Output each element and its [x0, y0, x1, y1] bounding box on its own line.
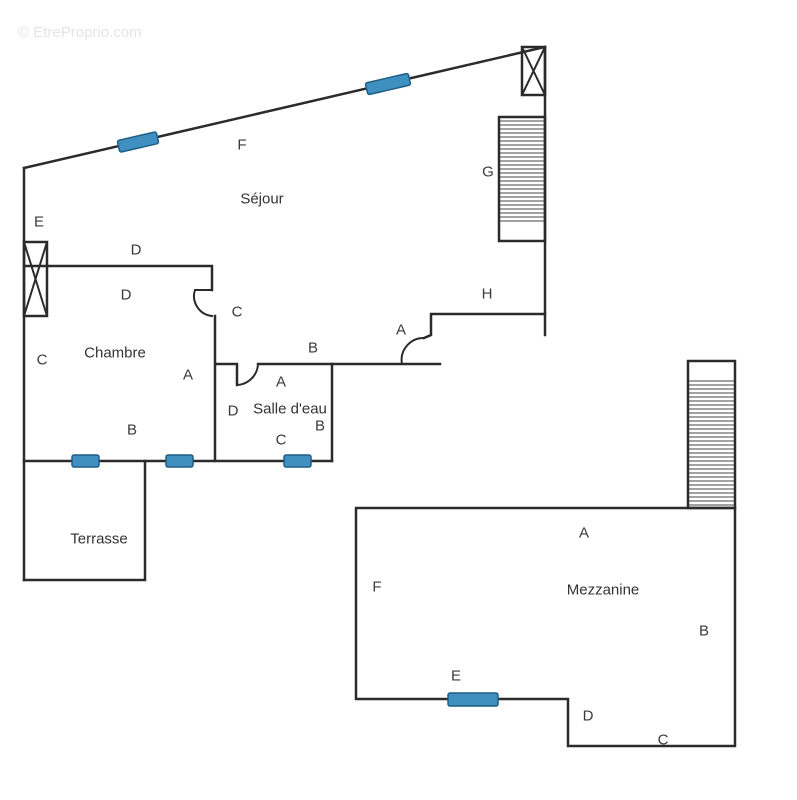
- wall-label: H: [481, 285, 493, 303]
- stair-mezzanine: [686, 359, 737, 510]
- wall-label: D: [130, 241, 142, 259]
- wall-label: A: [578, 524, 590, 542]
- wall-label: F: [372, 578, 382, 596]
- wall-label: B: [314, 417, 326, 435]
- wall-label: A: [275, 373, 287, 391]
- wall-label: A: [182, 366, 194, 384]
- window-chambre-1: [71, 454, 100, 468]
- wall-label: C: [657, 731, 669, 749]
- wall-label: C: [231, 303, 243, 321]
- wall-label: E: [33, 213, 45, 231]
- window-mezzanine: [447, 692, 499, 707]
- window-sejour-1: [116, 131, 160, 153]
- wall-b: [214, 362, 442, 387]
- wall-h: [422, 312, 547, 340]
- door-chambre: [193, 289, 214, 318]
- stair-sejour: [497, 115, 547, 243]
- window-sde: [283, 454, 312, 468]
- room-label-terrasse: Terrasse: [70, 530, 128, 548]
- wall-label: C: [275, 431, 287, 449]
- door-sde: [235, 362, 260, 387]
- wall-label: C: [36, 351, 48, 369]
- wall-mezzanine: [354, 506, 737, 748]
- wall-label: A: [395, 321, 407, 339]
- wall-label: E: [450, 667, 462, 685]
- wall-label: D: [120, 286, 132, 304]
- wall-label: F: [237, 136, 247, 154]
- wall-label: B: [126, 421, 138, 439]
- wall-label: B: [698, 622, 710, 640]
- wall-label: B: [307, 339, 319, 357]
- room-label-mezzanine: Mezzanine: [566, 581, 640, 599]
- room-label-chambre: Chambre: [84, 344, 146, 362]
- wall-label: G: [482, 163, 494, 181]
- room-label-sejour: Séjour: [240, 190, 284, 208]
- wall-chambre-top: [22, 264, 214, 292]
- vent-box-ne: [520, 45, 547, 97]
- wall-terrasse: [22, 459, 147, 582]
- wall-label: D: [227, 402, 239, 420]
- vent-box-w: [22, 240, 49, 318]
- watermark: © EtreProprio.com: [18, 24, 142, 41]
- window-sejour-2: [364, 72, 412, 96]
- room-label-salle-deau: Salle d'eau: [253, 400, 327, 418]
- wall-label: D: [582, 707, 594, 725]
- window-chambre-2: [165, 454, 194, 468]
- wall-sejour-top: [22, 45, 547, 170]
- door-arc-sejour: [400, 336, 426, 366]
